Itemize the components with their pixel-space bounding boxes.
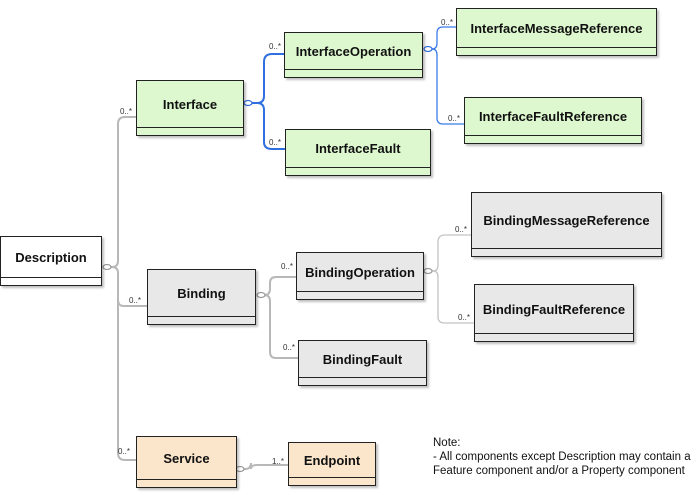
multiplicity-interface-message-reference: 0..* <box>441 18 454 27</box>
node-interface-fault[interactable]: InterfaceFault <box>285 129 431 176</box>
node-binding-message-reference-label: BindingMessageReference <box>483 213 650 228</box>
node-binding-message-reference[interactable]: BindingMessageReference <box>471 192 662 257</box>
diagram-note: Note: - All components except Descriptio… <box>433 436 691 478</box>
multiplicity-binding-fault-reference: 0..* <box>458 313 471 322</box>
aggregation-diamond-interfaceop <box>423 45 433 53</box>
connector-bindingop-msgref <box>425 234 471 272</box>
multiplicity-service: 0..* <box>118 447 131 456</box>
connector-binding-operation <box>258 276 297 296</box>
node-binding-fault-reference-label: BindingFaultReference <box>482 301 626 317</box>
node-binding-fault-reference[interactable]: BindingFaultReference <box>474 284 634 342</box>
connector-service-endpoint <box>237 462 289 470</box>
aggregation-diamond-binding <box>256 291 266 299</box>
aggregation-diamond-service <box>235 465 245 473</box>
node-binding-fault-label: BindingFault <box>322 351 403 367</box>
connector-description-interface <box>104 116 136 268</box>
node-description[interactable]: Description <box>0 236 102 286</box>
node-binding-operation[interactable]: BindingOperation <box>296 252 424 300</box>
node-interface-label: Interface <box>162 96 218 112</box>
aggregation-diamond-description <box>102 263 112 271</box>
node-interface-operation-label: InterfaceOperation <box>295 43 412 59</box>
node-interface-fault-label: InterfaceFault <box>315 141 401 156</box>
node-binding[interactable]: Binding <box>147 269 256 325</box>
node-endpoint[interactable]: Endpoint <box>288 442 376 486</box>
aggregation-diamond-interface <box>243 99 253 107</box>
node-description-label: Description <box>15 249 87 265</box>
connector-interfaceop-msgref <box>425 26 456 50</box>
multiplicity-interface-fault: 0..* <box>269 138 282 147</box>
multiplicity-binding-message-reference: 0..* <box>455 225 468 234</box>
node-endpoint-label: Endpoint <box>303 452 361 468</box>
node-interface-fault-reference[interactable]: InterfaceFaultReference <box>464 97 642 144</box>
note-heading: Note: <box>433 437 461 449</box>
node-binding-label: Binding <box>177 285 226 301</box>
connector-description-binding <box>104 266 147 307</box>
multiplicity-binding: 0..* <box>129 296 142 305</box>
multiplicity-interface-fault-reference: 0..* <box>448 114 461 123</box>
connector-description-service <box>117 300 136 461</box>
multiplicity-endpoint: 1..* <box>272 457 285 466</box>
connector-bindingop-faultref <box>425 270 474 324</box>
node-binding-fault[interactable]: BindingFault <box>298 340 427 386</box>
node-binding-operation-label: BindingOperation <box>305 264 415 280</box>
connector-interface-operation <box>245 53 285 104</box>
node-interface-message-reference-label: InterfaceMessageReference <box>470 20 643 36</box>
node-interface[interactable]: Interface <box>136 80 244 136</box>
multiplicity-interface: 0..* <box>120 107 133 116</box>
node-interface-fault-reference-label: InterfaceFaultReference <box>478 109 628 124</box>
node-service-label: Service <box>163 450 210 466</box>
connector-binding-fault <box>258 294 298 359</box>
note-line-2: Feature component and/or a Property comp… <box>433 465 685 477</box>
connector-interfaceop-faultref <box>425 48 464 125</box>
multiplicity-binding-fault: 0..* <box>283 343 296 352</box>
node-interface-operation[interactable]: InterfaceOperation <box>284 32 423 78</box>
aggregation-diamond-bindingop <box>423 267 433 275</box>
multiplicity-binding-operation: 0..* <box>281 262 294 271</box>
multiplicity-interface-operation: 0..* <box>269 42 282 51</box>
note-line-1: - All components except Description may … <box>433 451 691 463</box>
node-interface-message-reference[interactable]: InterfaceMessageReference <box>456 8 657 56</box>
node-service[interactable]: Service <box>136 436 237 488</box>
connector-interface-fault <box>245 102 286 150</box>
